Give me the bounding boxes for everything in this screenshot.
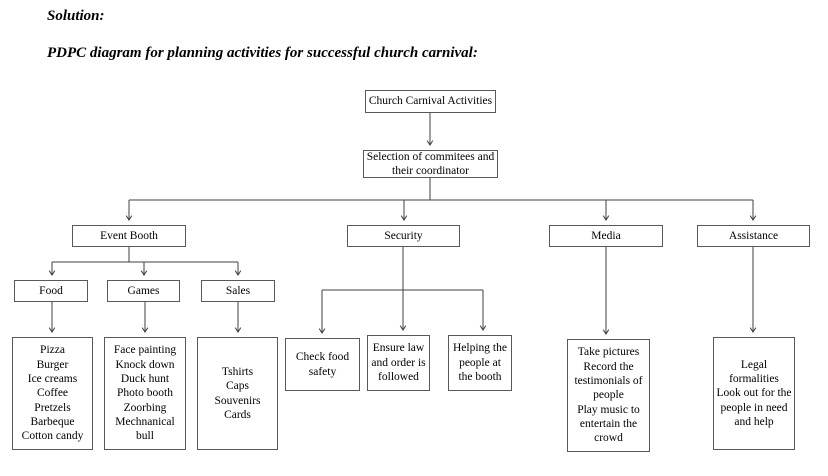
node-games-items: Face painting Knock down Duck hunt Photo… (104, 337, 186, 450)
node-security-task-ensure-law: Ensure law and order is followed (367, 335, 430, 391)
node-food-items: Pizza Burger Ice creams Coffee Pretzels … (12, 337, 93, 450)
diagram-title: PDPC diagram for planning activities for… (47, 45, 478, 61)
node-security: Security (347, 225, 460, 247)
node-sales-items: Tshirts Caps Souvenirs Cards (197, 337, 278, 450)
node-food: Food (14, 280, 88, 302)
node-security-task-check-food-safety: Check food safety (285, 338, 360, 391)
node-games: Games (107, 280, 180, 302)
node-church-carnival-activities: Church Carnival Activities (365, 90, 496, 113)
solution-heading: Solution: (47, 8, 105, 24)
node-sales: Sales (201, 280, 275, 302)
node-media: Media (549, 225, 663, 247)
node-event-booth: Event Booth (72, 225, 186, 247)
node-media-items: Take pictures Record the testimonials of… (567, 339, 650, 452)
node-assistance: Assistance (697, 225, 810, 247)
node-selection-of-commitees: Selection of commitees and their coordin… (363, 150, 498, 178)
node-security-task-helping-people: Helping the people at the booth (448, 335, 512, 391)
node-assistance-items: Legal formalities Look out for the peopl… (713, 337, 795, 450)
